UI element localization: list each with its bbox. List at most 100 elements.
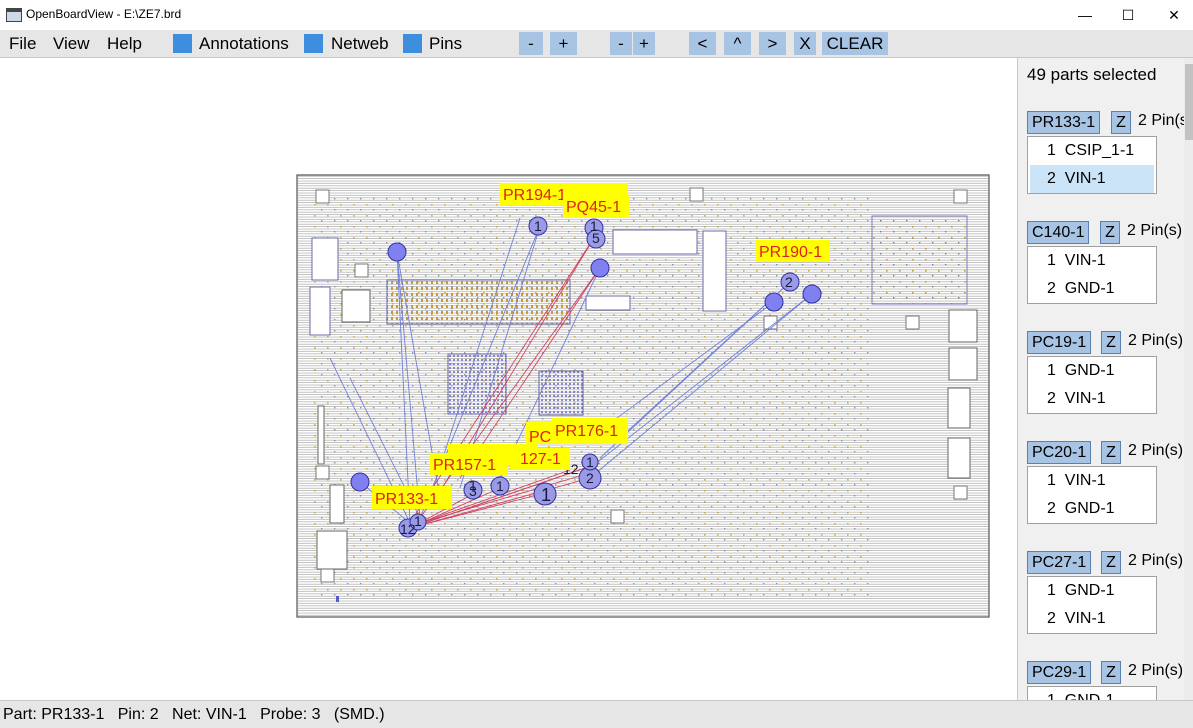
pin-row-selected[interactable]: 2 VIN-1 bbox=[1030, 165, 1154, 193]
pins-label[interactable]: Pins bbox=[429, 34, 463, 53]
pin-count: 2 Pin(s) bbox=[1138, 112, 1193, 129]
status-net: VIN-1 bbox=[205, 706, 247, 723]
pin-row[interactable]: 1 GND-1 bbox=[1047, 582, 1115, 599]
pin-list[interactable]: 1 GND-1 2 VIN-1 bbox=[1027, 576, 1157, 634]
pin-count: 2 Pin(s) bbox=[1128, 552, 1184, 569]
svg-text:1: 1 bbox=[496, 478, 504, 494]
pin-row[interactable]: 2 VIN-1 bbox=[1047, 390, 1106, 407]
mounting-holes bbox=[315, 187, 968, 583]
part-name-button[interactable]: PR133-1 bbox=[1027, 111, 1101, 134]
pin-list[interactable]: 1 VIN-1 2 GND-1 bbox=[1027, 246, 1157, 304]
status-type: (SMD.) bbox=[333, 706, 385, 723]
status-part: PR133-1 bbox=[41, 706, 105, 723]
part-entry: PC19-1 Z 2 Pin(s) 1 GND-1 2 VIN-1 bbox=[1027, 331, 1193, 414]
probe-dots bbox=[336, 596, 339, 602]
pin-list[interactable]: 1 GND-1 2 VIN-1 bbox=[1027, 356, 1157, 414]
status-text: Part: PR133-1 Pin: 2 Net: VIN-1 Probe: 3… bbox=[3, 706, 385, 723]
title-bar: OpenBoardView - E:\ZE7.brd — ☐ ✕ bbox=[0, 0, 1193, 30]
svg-text:3: 3 bbox=[469, 483, 477, 499]
zoom-to-part-button[interactable]: Z bbox=[1101, 441, 1121, 464]
pin-count: 2 Pin(s) bbox=[1128, 662, 1184, 679]
pin-size-plus-button[interactable]: + bbox=[633, 32, 655, 55]
label-pr133: PR133-1 bbox=[375, 491, 438, 508]
menu-bar: File View Help Annotations Netweb Pins -… bbox=[0, 30, 1193, 58]
pin-count: 2 Pin(s) bbox=[1128, 332, 1184, 349]
pin-count: 2 Pin(s) bbox=[1128, 442, 1184, 459]
part-name-button[interactable]: PC19-1 bbox=[1027, 331, 1092, 354]
pin-row[interactable]: 1 VIN-1 bbox=[1047, 472, 1106, 489]
label-pr157: PR157-1 bbox=[433, 457, 496, 474]
component-area-right bbox=[872, 216, 967, 304]
status-probe: 3 bbox=[311, 706, 321, 723]
part-entry: C140-1 Z 2 Pin(s) 1 VIN-1 2 GND-1 bbox=[1027, 221, 1193, 304]
minimize-button[interactable]: — bbox=[1078, 7, 1092, 23]
components bbox=[309, 215, 978, 570]
svg-text:5: 5 bbox=[592, 230, 600, 246]
netweb-checkbox[interactable] bbox=[304, 34, 323, 53]
pin-row[interactable]: 1 GND-1 bbox=[1028, 687, 1156, 700]
part-entry: PR133-1 Z 2 Pin(s) 1 CSIP_1-1 2 VIN-1 bbox=[1027, 111, 1193, 194]
sidebar-scrollbar[interactable] bbox=[1184, 58, 1193, 700]
label-pc-partial: PC bbox=[529, 429, 551, 446]
pin-row[interactable]: 1 VIN-1 bbox=[1047, 252, 1106, 269]
pin-row[interactable]: 2 GND-1 bbox=[1047, 280, 1115, 297]
part-entry: PC29-1 Z 2 Pin(s) 1 GND-1 bbox=[1027, 661, 1193, 700]
part-name-button[interactable]: PC29-1 bbox=[1027, 661, 1092, 684]
svg-text:1: 1 bbox=[590, 218, 598, 234]
selection-sidebar[interactable]: 49 parts selected PR133-1 Z 2 Pin(s) 1 C… bbox=[1017, 58, 1193, 700]
x-button[interactable]: X bbox=[794, 32, 816, 55]
svg-text:2: 2 bbox=[586, 470, 594, 486]
pins-checkbox[interactable] bbox=[403, 34, 422, 53]
menu-help[interactable]: Help bbox=[107, 34, 142, 53]
close-button[interactable]: ✕ bbox=[1168, 7, 1180, 23]
zoom-to-part-button[interactable]: Z bbox=[1101, 331, 1121, 354]
pin-count: 2 Pin(s) bbox=[1127, 222, 1183, 239]
pin-list[interactable]: 1 GND-1 bbox=[1027, 686, 1157, 700]
app-icon bbox=[6, 8, 22, 22]
svg-text:1: 1 bbox=[541, 485, 551, 505]
svg-text:1: 1 bbox=[534, 218, 542, 234]
netweb-label[interactable]: Netweb bbox=[331, 34, 389, 53]
label-pr190: PR190-1 bbox=[759, 244, 822, 261]
pin-row[interactable]: 2 GND-1 bbox=[1047, 500, 1115, 517]
zoom-to-part-button[interactable]: Z bbox=[1111, 111, 1131, 134]
zoom-to-part-button[interactable]: Z bbox=[1100, 221, 1120, 244]
pan-left-button[interactable]: < bbox=[689, 32, 716, 55]
pin-list[interactable]: 1 CSIP_1-1 2 VIN-1 bbox=[1027, 136, 1157, 194]
zoom-to-part-button[interactable]: Z bbox=[1101, 661, 1121, 684]
part-name-button[interactable]: PC27-1 bbox=[1027, 551, 1092, 574]
pin-markers[interactable] bbox=[350, 216, 822, 538]
pin-row[interactable]: 2 VIN-1 bbox=[1047, 610, 1106, 627]
label-pr194: PR194-1 bbox=[503, 187, 566, 204]
pin-row[interactable]: 1 CSIP_1-1 bbox=[1047, 142, 1135, 159]
menu-view[interactable]: View bbox=[53, 34, 90, 53]
part-labels: PR194-1 PQ45-1 PR190-1 PC PR176-1 127-1 … bbox=[372, 183, 830, 509]
part-entry: PC27-1 Z 2 Pin(s) 1 GND-1 2 VIN-1 bbox=[1027, 551, 1193, 634]
status-bar: Part: PR133-1 Pin: 2 Net: VIN-1 Probe: 3… bbox=[0, 700, 1193, 728]
svg-text:1: 1 bbox=[414, 513, 422, 529]
board-view[interactable]: 1 1 5 2 3 1 1 1 2 12 1 12 1 PR194-1 PQ45… bbox=[0, 58, 1016, 700]
part-entry: PC20-1 Z 2 Pin(s) 1 VIN-1 2 GND-1 bbox=[1027, 441, 1193, 524]
annotations-label[interactable]: Annotations bbox=[199, 34, 289, 53]
zoom-out-button[interactable]: - bbox=[519, 32, 543, 55]
parts-selected-count: 49 parts selected bbox=[1027, 65, 1157, 84]
svg-text:1: 1 bbox=[469, 477, 477, 493]
board-canvas[interactable]: 1 1 5 2 3 1 1 1 2 12 1 12 1 PR194-1 PQ45… bbox=[0, 58, 1016, 700]
clear-button[interactable]: CLEAR bbox=[822, 32, 888, 55]
pin-size-minus-button[interactable]: - bbox=[610, 32, 632, 55]
label-pr176: PR176-1 bbox=[555, 423, 618, 440]
part-name-button[interactable]: C140-1 bbox=[1027, 221, 1090, 244]
zoom-in-button[interactable]: + bbox=[550, 32, 577, 55]
scrollbar-thumb[interactable] bbox=[1185, 64, 1193, 140]
pan-right-button[interactable]: > bbox=[759, 32, 786, 55]
maximize-button[interactable]: ☐ bbox=[1121, 7, 1135, 23]
pin-row[interactable]: 1 GND-1 bbox=[1047, 362, 1115, 379]
annotations-checkbox[interactable] bbox=[173, 34, 192, 53]
zoom-to-part-button[interactable]: Z bbox=[1101, 551, 1121, 574]
pan-up-button[interactable]: ^ bbox=[724, 32, 751, 55]
svg-text:12: 12 bbox=[400, 521, 416, 537]
menu-file[interactable]: File bbox=[9, 34, 37, 53]
pin-numbers: 1 1 5 2 3 1 1 1 2 12 1 12 1 bbox=[400, 218, 793, 537]
part-name-button[interactable]: PC20-1 bbox=[1027, 441, 1092, 464]
pin-list[interactable]: 1 VIN-1 2 GND-1 bbox=[1027, 466, 1157, 524]
